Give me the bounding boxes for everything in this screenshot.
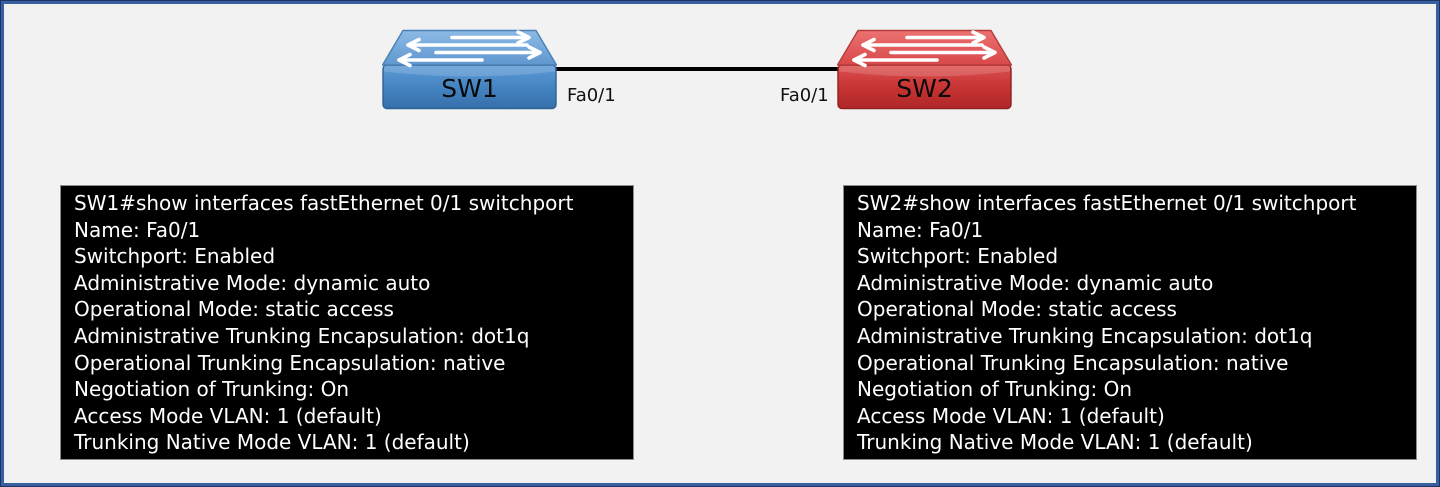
- terminal-line: SW2#show interfaces fastEthernet 0/1 swi…: [857, 191, 1357, 215]
- terminal-line: Administrative Mode: dynamic auto: [857, 270, 1214, 295]
- terminal-line: Operational Mode: static access: [74, 297, 394, 322]
- terminal-line: Access Mode VLAN: 1 (default): [74, 403, 382, 428]
- terminal-line: Operational Mode: static access: [857, 297, 1177, 322]
- terminal-line: Trunking Native Mode VLAN: 1 (default): [74, 430, 470, 455]
- switch-body-sw2: [837, 29, 1012, 110]
- switch-arrows-icon: [852, 30, 997, 68]
- terminal-line: Name: Fa0/1: [74, 217, 201, 242]
- terminal-line: Negotiation of Trunking: On: [857, 377, 1133, 402]
- terminal-line: Administrative Mode: dynamic auto: [74, 270, 431, 295]
- terminal-line: Operational Trunking Encapsulation: nati…: [857, 350, 1289, 375]
- port-label-sw2-fa01: Fa0/1: [780, 85, 829, 106]
- switch-label-sw1: SW1: [441, 74, 498, 103]
- ethernet-link-line: [549, 67, 849, 71]
- terminal-output-sw2: SW2#show interfaces fastEthernet 0/1 swi…: [843, 185, 1417, 460]
- terminal-line: Switchport: Enabled: [74, 244, 276, 269]
- port-label-sw1-fa01: Fa0/1: [567, 85, 616, 106]
- switch-arrows-icon: [397, 30, 542, 68]
- terminal-line: Operational Trunking Encapsulation: nati…: [74, 350, 506, 375]
- switch-icon-sw2: SW2: [837, 29, 1012, 110]
- terminal-line: Trunking Native Mode VLAN: 1 (default): [857, 430, 1253, 455]
- terminal-line: Access Mode VLAN: 1 (default): [857, 403, 1165, 428]
- switch-icon-sw1: SW1: [382, 29, 557, 110]
- terminal-line: Switchport: Enabled: [857, 244, 1059, 269]
- terminal-line: SW1#show interfaces fastEthernet 0/1 swi…: [74, 191, 574, 215]
- terminal-line: Administrative Trunking Encapsulation: d…: [74, 323, 530, 348]
- terminal-line: Negotiation of Trunking: On: [74, 377, 350, 402]
- switch-label-sw2: SW2: [896, 74, 953, 103]
- terminal-line: Administrative Trunking Encapsulation: d…: [857, 323, 1313, 348]
- terminal-output-sw1: SW1#show interfaces fastEthernet 0/1 swi…: [60, 185, 634, 460]
- terminal-line: Name: Fa0/1: [857, 217, 984, 242]
